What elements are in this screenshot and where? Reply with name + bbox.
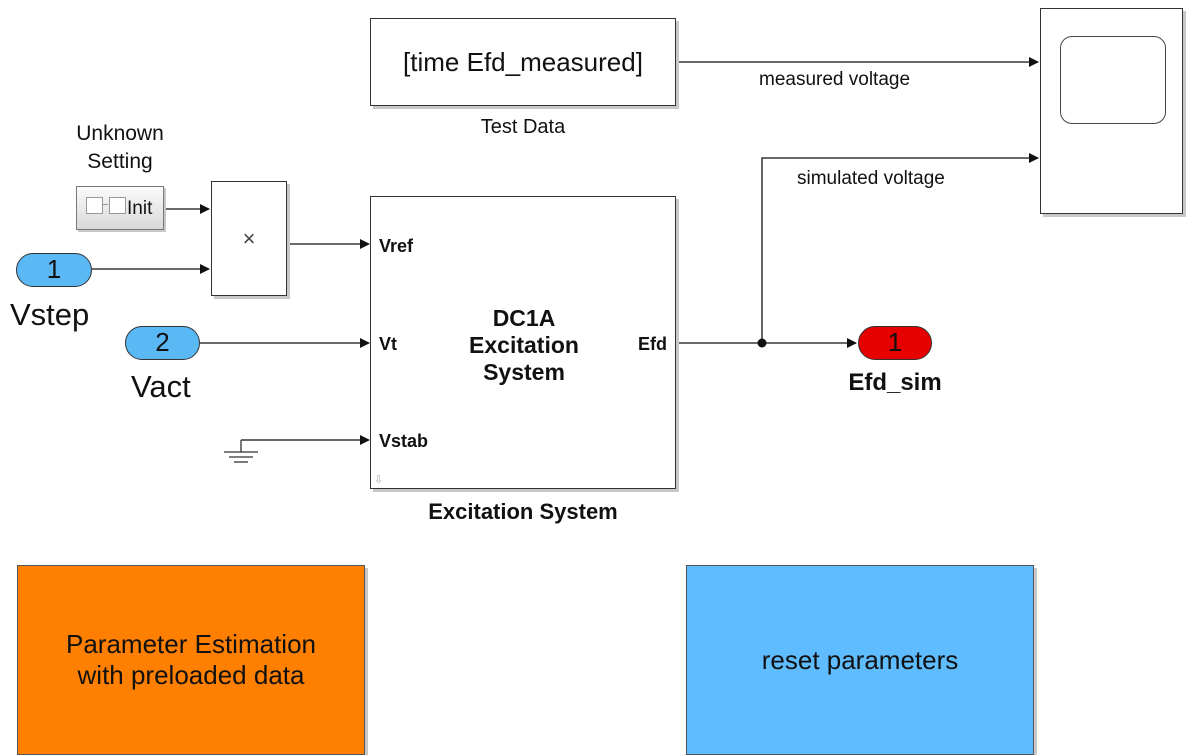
subsystem-arrow-icon: ⇩ <box>374 474 384 486</box>
init-mini-box-1 <box>86 197 103 214</box>
port-vref: Vref <box>379 236 414 256</box>
port-vstab: Vstab <box>379 431 429 451</box>
scope-block[interactable] <box>1040 8 1183 214</box>
excitation-title-line3: System <box>483 359 565 385</box>
measured-voltage-label: measured voltage <box>759 69 911 90</box>
ground-icon <box>224 440 258 463</box>
test-data-block-text: [time Efd_measured] <box>403 46 643 77</box>
excitation-title-line1: DC1A <box>492 305 556 331</box>
excitation-system-block[interactable]: Vref Vt Vstab Efd DC1A Excitation System… <box>370 196 676 489</box>
port-efd: Efd <box>638 334 667 354</box>
inport-2[interactable]: 2 <box>125 326 200 360</box>
multiply-icon: × <box>242 225 256 251</box>
init-mini-connector <box>102 204 108 205</box>
test-data-caption: Test Data <box>480 116 566 138</box>
excitation-system-caption: Excitation System <box>428 499 618 524</box>
inport-1-name: Vstep <box>10 297 90 332</box>
inport-2-name: Vact <box>131 369 191 404</box>
branch-point <box>757 338 767 348</box>
excitation-title-line2: Excitation <box>469 332 579 358</box>
scope-screen-icon <box>1060 36 1166 124</box>
unknown-setting-caption-line1: Unknown <box>76 122 164 145</box>
parameter-estimation-label-line1: Parameter Estimation <box>66 629 316 659</box>
product-block[interactable]: × <box>211 181 287 296</box>
simulated-voltage-label: simulated voltage <box>797 168 945 189</box>
reset-parameters-button[interactable]: reset parameters <box>686 565 1034 755</box>
inport-1[interactable]: 1 <box>16 253 92 287</box>
unknown-setting-init-block[interactable]: Init <box>76 186 164 230</box>
parameter-estimation-button[interactable]: Parameter Estimation with preloaded data <box>17 565 365 755</box>
parameter-estimation-label-line2: with preloaded data <box>77 660 305 690</box>
init-mini-box-2 <box>109 197 126 214</box>
port-vt: Vt <box>379 334 397 354</box>
outport-1[interactable]: 1 <box>858 326 932 360</box>
unknown-setting-caption-line2: Setting <box>87 150 153 173</box>
line-simulated-voltage <box>761 153 1039 343</box>
outport-1-name: Efd_sim <box>848 369 942 396</box>
test-data-block[interactable]: [time Efd_measured] <box>370 18 676 106</box>
excitation-title: DC1A Excitation System <box>431 305 617 386</box>
init-text: Init <box>127 198 153 219</box>
reset-parameters-label: reset parameters <box>761 644 959 675</box>
